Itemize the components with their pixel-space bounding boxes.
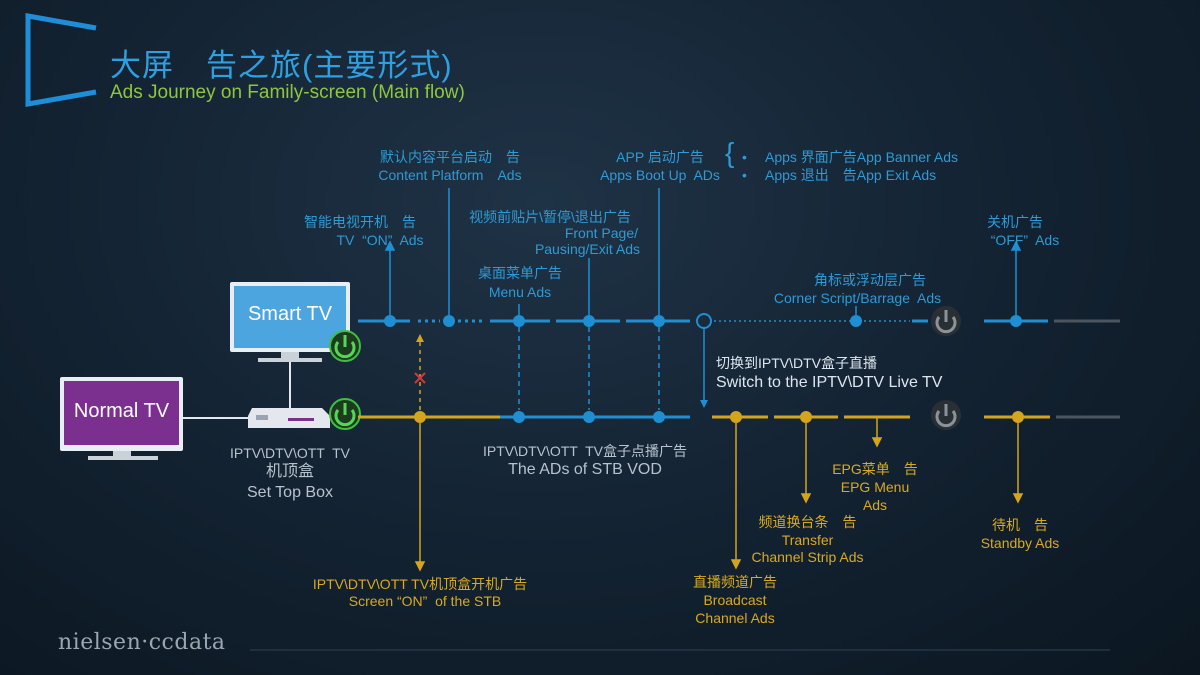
epg-en-1: EPG Menu	[840, 479, 910, 495]
stb-label-1: IPTV\DTV\OTT TV	[229, 445, 351, 461]
power-on-icon-stb	[329, 398, 361, 430]
epg-cn: EPG菜单 告	[832, 461, 918, 477]
broadcast-en-2: Channel Ads	[695, 610, 775, 626]
page-title: 大屏 告之旅(主要形式)	[110, 48, 453, 83]
top-connectors	[384, 188, 1022, 315]
brace-icon: {	[725, 137, 735, 168]
channel-en-1: Transfer	[781, 532, 834, 548]
content-platform-en: Content Platform Ads	[378, 167, 522, 183]
node-vod-3	[653, 411, 665, 423]
video-en-2: Pausing/Exit Ads	[534, 241, 640, 257]
menu-en: Menu Ads	[488, 284, 552, 300]
node-switch	[696, 313, 712, 329]
app-banner-label: Apps 界面广告App Banner Ads	[765, 149, 958, 165]
app-boot-cn: APP 启动广告	[616, 149, 704, 165]
node-vod-2	[583, 411, 595, 423]
node-stb-on	[414, 411, 426, 423]
node-channel	[800, 411, 812, 423]
normal-tv-icon	[60, 377, 183, 460]
node-app-boot	[653, 315, 665, 327]
bullet-icon: •	[742, 167, 747, 183]
bottom-connectors	[414, 417, 1024, 572]
page-subtitle: Ads Journey on Family-screen (Main flow)	[110, 82, 465, 103]
smart-tv-label: Smart TV	[247, 303, 333, 325]
corner-en: Corner Script/Barrage Ads	[773, 290, 942, 306]
node-corner	[850, 315, 862, 327]
video-cn: 视频前贴片\暂停\退出广告	[469, 209, 631, 225]
broadcast-cn: 直播频道广告	[693, 574, 777, 590]
vod-en: The ADs of STB VOD	[508, 461, 662, 478]
switch-cn: 切换到IPTV\DTV盒子直播	[716, 355, 878, 371]
node-menu	[513, 315, 525, 327]
tv-off-en: “OFF” Ads	[990, 232, 1060, 248]
menu-cn: 桌面菜单广告	[478, 265, 562, 281]
node-vod-1	[513, 411, 525, 423]
node-standby	[1012, 411, 1024, 423]
vod-cn: IPTV\DTV\OTT TV盒子点播广告	[482, 443, 688, 459]
channel-cn: 频道换台条 告	[758, 514, 857, 530]
channel-en-2: Channel Strip Ads	[751, 549, 864, 565]
smart-tv-timeline-nodes	[384, 315, 1022, 327]
title-bracket-icon	[25, 13, 97, 107]
stb-label-3: Set Top Box	[247, 484, 333, 501]
app-exit-label: Apps 退出 告App Exit Ads	[765, 167, 937, 183]
node-tv-on	[384, 315, 396, 327]
tv-on-cn: 智能电视开机 告	[304, 214, 416, 230]
smart-tv-icon	[230, 282, 350, 362]
tv-off-cn: 关机广告	[987, 214, 1043, 230]
brand-logo: nielsen·ccdata	[58, 630, 226, 655]
tv-on-en: TV “ON” Ads	[336, 232, 424, 248]
power-on-icon-smart	[329, 330, 361, 362]
broadcast-en-1: Broadcast	[703, 592, 767, 608]
normal-tv-label: Normal TV	[73, 400, 170, 422]
node-broadcast	[730, 411, 742, 423]
standby-cn: 待机 告	[992, 517, 1048, 533]
content-platform-cn: 默认内容平台启动 告	[380, 149, 520, 165]
epg-en-2: Ads	[862, 497, 888, 513]
stb-on-en: Screen “ON” of the STB	[348, 593, 502, 609]
node-tv-off	[1010, 315, 1022, 327]
vod-connectors	[518, 327, 660, 410]
app-boot-en: Apps Boot Up ADs	[600, 167, 720, 183]
power-off-icon-smart	[931, 306, 961, 336]
node-content-platform	[443, 315, 455, 327]
set-top-box-icon	[248, 408, 330, 428]
stb-label-2: 机顶盒	[265, 463, 314, 480]
stb-timeline-nodes	[414, 411, 1024, 423]
switch-en: Switch to the IPTV\DTV Live TV	[716, 374, 943, 391]
standby-en: Standby Ads	[980, 535, 1060, 551]
bullet-icon: •	[742, 149, 747, 165]
stb-on-cn: IPTV\DTV\OTT TV机顶盒开机广告	[312, 576, 528, 592]
node-video	[583, 315, 595, 327]
video-en-1: Front Page/	[564, 225, 638, 241]
power-off-icon-stb	[931, 400, 961, 430]
corner-cn: 角标或浮动层广告	[814, 272, 926, 288]
blocked-x-icon	[414, 372, 426, 384]
